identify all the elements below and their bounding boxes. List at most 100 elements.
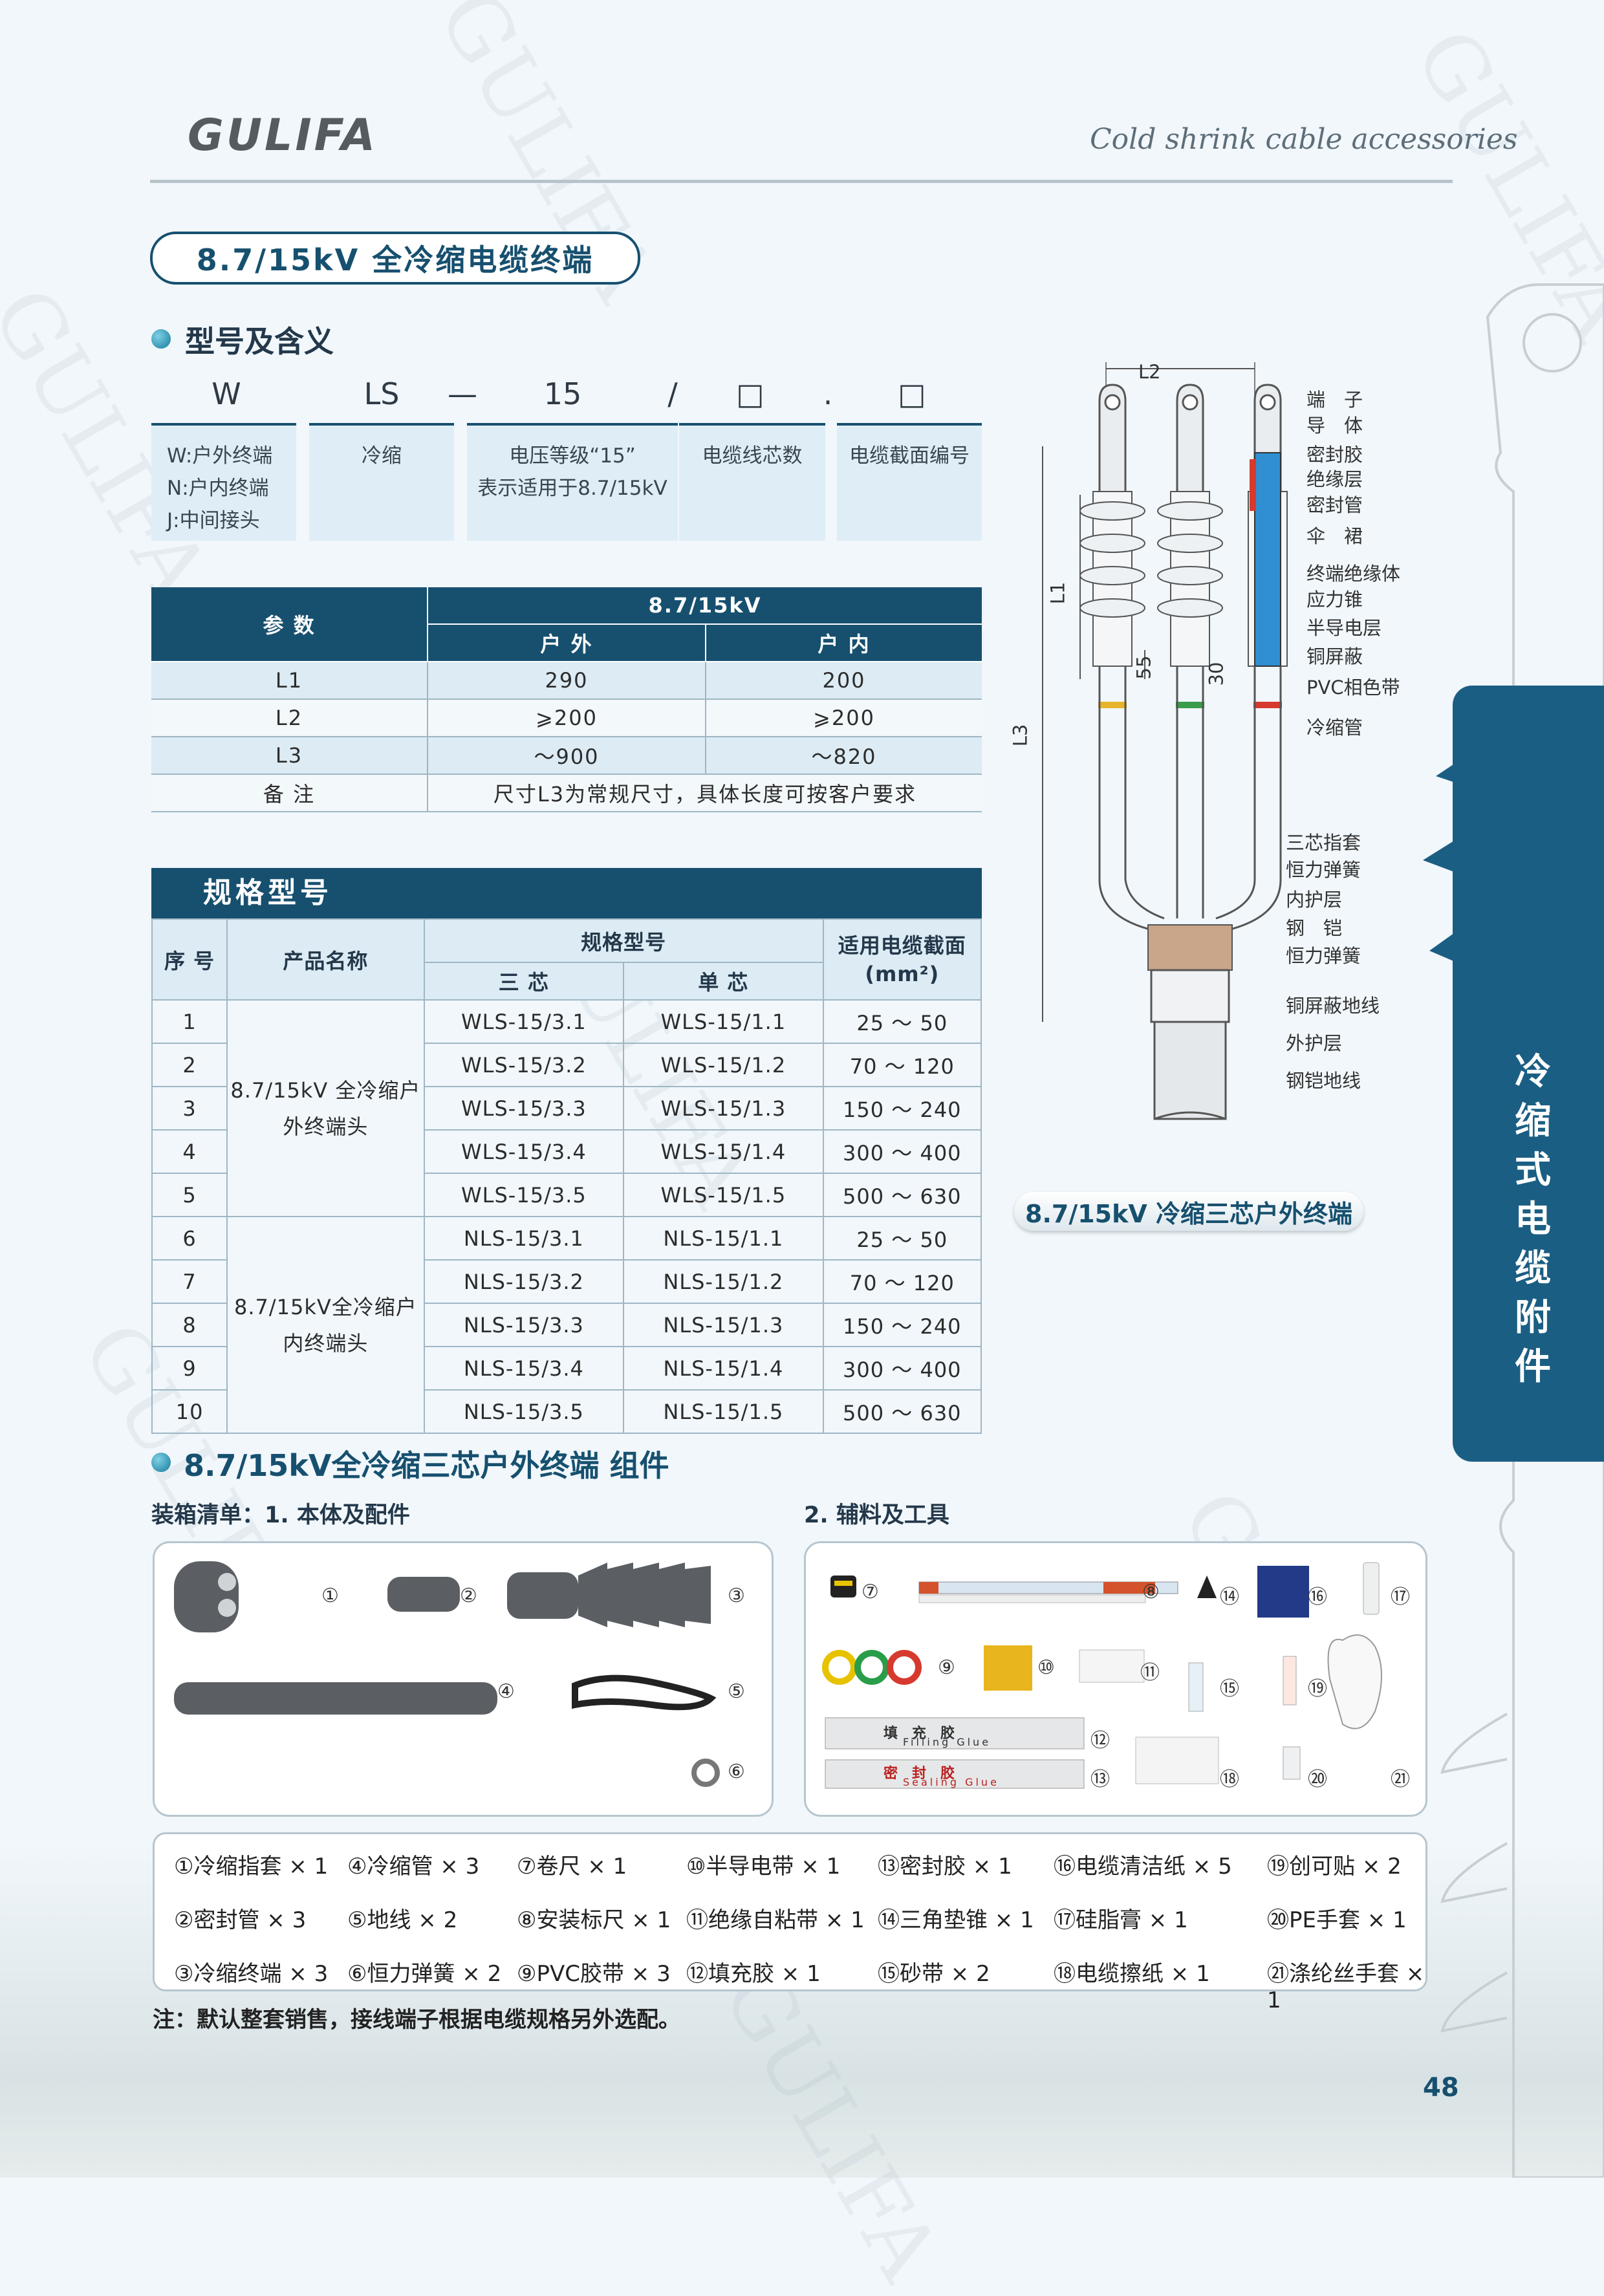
- list-item: ⑲创可贴 × 2: [1267, 1854, 1402, 1879]
- spec-table: 序 号 产品名称 规格型号 适用电缆截面(mm²) 三 芯 单 芯 1 8.7/…: [151, 918, 982, 1434]
- table-row: 7 NLS-15/3.2 NLS-15/1.2 70 ～ 120: [151, 1259, 982, 1304]
- model-code: □: [736, 376, 764, 411]
- model-meaning-box: 电缆截面编号: [837, 423, 982, 541]
- sealing-glue-label-en: Sealing Glue: [903, 1776, 999, 1788]
- footnote: 注：默认整套销售，接线端子根据电缆规格另外选配。: [153, 2007, 680, 2033]
- diagram-label: PVC相色带: [1306, 677, 1400, 699]
- list-item: ⑤地线 × 2: [347, 1907, 458, 1933]
- diagram-label: 绝缘层: [1306, 468, 1363, 490]
- dim-label: 55: [1133, 655, 1155, 680]
- table-row: 备 注 尺寸L3为常规尺寸，具体长度可按客户要求: [151, 774, 982, 812]
- tools-illustration: [822, 1562, 1382, 1789]
- filling-glue-label-en: Filling Glue: [903, 1736, 992, 1748]
- list-item: ⑫填充胶 × 1: [686, 1961, 821, 1987]
- item-number: ⑭: [1220, 1586, 1239, 1608]
- list-item: ⑪绝缘自粘带 × 1: [686, 1907, 865, 1933]
- model-code: W: [211, 376, 241, 411]
- sealing-glue-label: 密 封 胶: [883, 1766, 955, 1782]
- table-header: 户 外: [428, 624, 706, 662]
- diagram-label: 铜屏蔽: [1306, 645, 1363, 667]
- header-tagline: Cold shrink cable accessories: [1090, 123, 1518, 156]
- model-code: 15: [543, 376, 582, 411]
- table-header: 适用电缆截面(mm²): [822, 918, 982, 1001]
- dim-label: L3: [1009, 724, 1032, 747]
- side-band: [1453, 686, 1604, 1462]
- diagram-label: 铜屏蔽地线: [1286, 995, 1380, 1017]
- packing-list-subheading: 装箱清单：1. 本体及配件: [151, 1502, 410, 1528]
- table-header: 户 内: [706, 624, 982, 662]
- item-number: ⑧: [1142, 1581, 1160, 1603]
- spec-table-title: 规格型号: [151, 868, 982, 918]
- list-item: ⑭三角垫锥 × 1: [878, 1907, 1034, 1933]
- item-number: ⑤: [728, 1680, 745, 1703]
- header-divider: [150, 180, 1453, 183]
- item-number: ⑩: [1037, 1656, 1055, 1679]
- table-row: 5 WLS-15/3.5 WLS-15/1.5 500 ～ 630: [151, 1173, 982, 1217]
- item-number: ①: [321, 1585, 339, 1607]
- table-row: 8 NLS-15/3.3 NLS-15/1.3 150 ～ 240: [151, 1303, 982, 1347]
- list-item: ⑯电缆清洁纸 × 5: [1054, 1854, 1232, 1879]
- item-number: ㉑: [1391, 1768, 1410, 1791]
- tools-subheading: 2. 辅料及工具: [804, 1502, 949, 1528]
- diagram-label: 密封胶: [1306, 444, 1363, 466]
- accessories-panel: ① ② ③ ④ ⑤ ⑥: [153, 1541, 774, 1817]
- model-heading: 型号及含义: [185, 324, 334, 359]
- item-number: ⑯: [1308, 1586, 1327, 1608]
- table-header: 产品名称: [226, 918, 425, 1001]
- item-number: ②: [460, 1585, 477, 1607]
- parts-list-box: ①冷缩指套 × 1 ④冷缩管 × 3 ⑦卷尺 × 1 ⑩半导电带 × 1 ⑬密封…: [153, 1832, 1427, 2013]
- table-header: 序 号: [151, 918, 228, 1001]
- item-number: ⑳: [1308, 1768, 1327, 1791]
- list-item: ⑥恒力弹簧 × 2: [347, 1961, 502, 1987]
- item-number: ⑫: [1090, 1729, 1110, 1752]
- brand-logo: GULIFA: [188, 110, 378, 161]
- table-row: 10 NLS-15/3.5 NLS-15/1.5 500 ～ 630: [151, 1389, 982, 1434]
- model-code: —: [448, 376, 477, 411]
- item-number: ⑪: [1140, 1662, 1160, 1684]
- list-item: ⑰硅脂膏 × 1: [1054, 1907, 1188, 1933]
- page-number: 48: [1423, 2073, 1459, 2103]
- list-item: ④冷缩管 × 3: [347, 1854, 480, 1879]
- list-item: ⑮砂带 × 2: [878, 1961, 990, 1987]
- model-meaning-box: 电压等级“15” 表示适用于8.7/15kV: [467, 423, 678, 541]
- parts-list: ①冷缩指套 × 1 ④冷缩管 × 3 ⑦卷尺 × 1 ⑩半导电带 × 1 ⑬密封…: [174, 1848, 1424, 2013]
- page-title: 8.7/15kV 全冷缩电缆终端: [150, 232, 640, 285]
- table-header: 规格型号: [423, 918, 824, 963]
- diagram-label: 内护层: [1286, 889, 1343, 911]
- model-meaning-box: W:户外终端 N:户内终端 J:中间接头: [151, 423, 296, 541]
- table-header: 三 芯: [423, 962, 625, 1001]
- table-row: L2 ⩾200 ⩾200: [151, 699, 982, 737]
- list-item: ⑦卷尺 × 1: [517, 1854, 627, 1879]
- diagram-label: 钢 铠: [1286, 917, 1343, 939]
- diagram-label: 密封管: [1306, 494, 1363, 516]
- tools-panel: 填 充 胶 Filling Glue 密 封 胶 Sealing Glue ⑦ …: [804, 1541, 1427, 1817]
- diagram-label: 恒力弹簧: [1286, 945, 1361, 967]
- table-row: L3 ～900 ～820: [151, 737, 982, 775]
- dim-label: L2: [1138, 361, 1161, 383]
- diagram-caption: 8.7/15kV 冷缩三芯户外终端: [1014, 1192, 1363, 1231]
- item-number: ⑰: [1391, 1586, 1410, 1608]
- model-meaning-box: 冷缩: [309, 423, 454, 541]
- filling-glue-label: 填 充 胶: [883, 1726, 955, 1742]
- list-item: ⑱电缆擦纸 × 1: [1054, 1961, 1210, 1987]
- insulator-silhouette: [1440, 283, 1604, 2178]
- item-number: ⑬: [1090, 1768, 1110, 1791]
- list-item: ①冷缩指套 × 1: [174, 1854, 329, 1879]
- model-code: □: [898, 376, 926, 411]
- diagram-label: 伞 裙: [1306, 525, 1363, 547]
- table-row: 1 8.7/15kV 全冷缩户外终端头 WLS-15/3.1 WLS-15/1.…: [151, 999, 982, 1217]
- model-meaning-box: 电缆线芯数: [679, 423, 825, 541]
- table-row: 3 WLS-15/3.3 WLS-15/1.3 150 ～ 240: [151, 1086, 982, 1131]
- item-number: ④: [497, 1680, 515, 1703]
- table-row: 4 WLS-15/3.4 WLS-15/1.4 300 ～ 400: [151, 1129, 982, 1174]
- diagram-label: 恒力弹簧: [1286, 859, 1361, 881]
- section-bullet-icon: [151, 1453, 171, 1472]
- table-header: 8.7/15kV: [428, 587, 982, 625]
- parameter-table: 参 数 8.7/15kV 户 外 户 内 L1 290 200 L2 ⩾200 …: [151, 587, 982, 812]
- diagram-label: 钢铠地线: [1286, 1070, 1361, 1092]
- diagram-label: 终端绝缘体: [1306, 563, 1401, 585]
- table-row: 2 WLS-15/3.2 WLS-15/1.2 70 ～ 120: [151, 1043, 982, 1087]
- dim-label: L1: [1046, 581, 1069, 605]
- table-header: 参 数: [151, 587, 428, 662]
- list-item: ③冷缩终端 × 3: [174, 1961, 329, 1987]
